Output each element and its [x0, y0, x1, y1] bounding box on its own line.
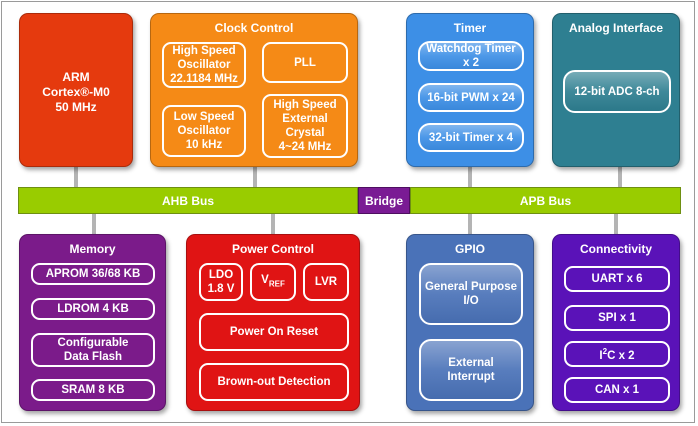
external-interrupt-box: External Interrupt	[419, 339, 523, 401]
connector-power	[271, 213, 275, 235]
timer-title: Timer	[453, 21, 487, 35]
watchdog-timer-box: Watchdog Timer x 2	[418, 41, 524, 71]
ls-oscillator-box: Low Speed Oscillator 10 kHz	[162, 105, 246, 157]
analog-interface-block: Analog Interface 12-bit ADC 8-ch	[552, 13, 680, 167]
adc-box: 12-bit ADC 8-ch	[563, 70, 671, 113]
aprom-box: APROM 36/68 KB	[31, 263, 155, 285]
timer-32bit-box: 32-bit Timer x 4	[418, 123, 524, 152]
clock-control-block: Clock Control High Speed Oscillator 22.1…	[150, 13, 358, 167]
clock-control-title: Clock Control	[214, 21, 294, 35]
vref-box: VREF	[250, 263, 296, 301]
connector-arm	[74, 166, 78, 188]
hs-oscillator-box: High Speed Oscillator 22.1184 MHz	[162, 42, 246, 88]
connector-connectivity	[614, 213, 618, 235]
can-box: CAN x 1	[564, 377, 670, 403]
sram-box: SRAM 8 KB	[31, 379, 155, 401]
memory-block: Memory APROM 36/68 KB LDROM 4 KB Configu…	[19, 234, 166, 411]
arm-core-block: ARM Cortex®-M0 50 MHz	[19, 13, 133, 167]
memory-title: Memory	[69, 242, 116, 256]
connector-clock	[253, 166, 257, 188]
general-purpose-io-box: General Purpose I/O	[419, 263, 523, 325]
gpio-title: GPIO	[454, 242, 485, 256]
uart-box: UART x 6	[564, 266, 670, 292]
apb-bus: APB Bus	[410, 187, 681, 214]
connector-timer	[468, 166, 472, 188]
connector-analog	[618, 166, 622, 188]
power-control-title: Power Control	[231, 242, 314, 256]
connector-memory	[92, 213, 96, 235]
brown-out-detection-box: Brown-out Detection	[199, 363, 349, 401]
power-on-reset-box: Power On Reset	[199, 313, 349, 351]
arm-label: ARM	[62, 69, 90, 84]
hs-external-crystal-box: High Speed External Crystal 4~24 MHz	[262, 94, 348, 158]
arm-core-label: Cortex®-M0	[42, 84, 110, 99]
ahb-bus: AHB Bus	[18, 187, 358, 214]
timer-block: Timer Watchdog Timer x 2 16-bit PWM x 24…	[406, 13, 534, 167]
analog-interface-title: Analog Interface	[568, 21, 664, 35]
power-control-block: Power Control LDO 1.8 V VREF LVR Power O…	[186, 234, 360, 411]
arm-freq-label: 50 MHz	[55, 99, 97, 114]
pwm-box: 16-bit PWM x 24	[418, 83, 524, 112]
connectivity-title: Connectivity	[579, 242, 652, 256]
lvr-box: LVR	[303, 263, 349, 301]
bridge: Bridge	[358, 187, 410, 214]
i2c-box: I2C x 2	[564, 341, 670, 367]
data-flash-box: Configurable Data Flash	[31, 333, 155, 367]
gpio-block: GPIO General Purpose I/O External Interr…	[406, 234, 534, 411]
ldrom-box: LDROM 4 KB	[31, 298, 155, 320]
connector-gpio	[468, 213, 472, 235]
ldo-box: LDO 1.8 V	[199, 263, 243, 301]
connectivity-block: Connectivity UART x 6 SPI x 1 I2C x 2 CA…	[552, 234, 680, 411]
pll-box: PLL	[262, 42, 348, 83]
spi-box: SPI x 1	[564, 305, 670, 331]
